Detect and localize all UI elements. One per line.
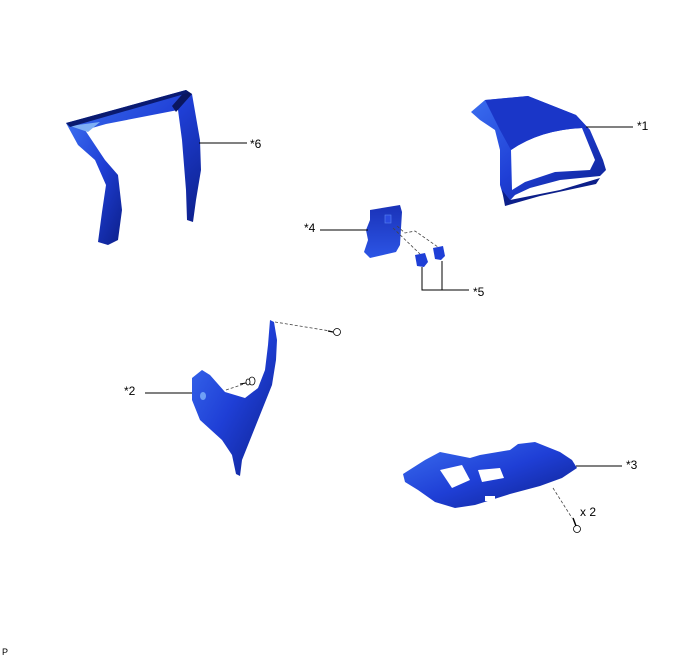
part-1-meter-hood bbox=[471, 96, 606, 206]
dashed-line-clip-b bbox=[396, 225, 439, 248]
callout-label-5: *5 bbox=[473, 285, 485, 299]
leader-5 bbox=[421, 261, 443, 291]
callout-label-1: *1 bbox=[637, 119, 649, 133]
screw-icon bbox=[327, 328, 341, 336]
dashed-line-screw-a bbox=[274, 321, 331, 332]
callout-label-2: *2 bbox=[124, 384, 136, 398]
callout-label-3: *3 bbox=[626, 458, 638, 472]
callout-label-4: *4 bbox=[304, 221, 316, 235]
part-3-lower-panel bbox=[403, 442, 577, 508]
dashed-line-screw-b bbox=[552, 487, 573, 519]
corner-mark: P bbox=[2, 647, 9, 657]
dashed-line-clip-c bbox=[225, 383, 245, 391]
part-5-clips bbox=[415, 246, 445, 267]
dashed-line-clip-a bbox=[392, 227, 421, 255]
part-4-switch-bracket bbox=[364, 205, 402, 258]
callout-label-6: *6 bbox=[250, 137, 262, 151]
screw-icon-lower bbox=[572, 517, 581, 533]
part-6-frame-trim bbox=[66, 90, 201, 245]
quantity-note: x 2 bbox=[580, 505, 597, 519]
part-2-side-panel bbox=[192, 320, 277, 476]
clip-fastener-icon bbox=[239, 376, 256, 386]
